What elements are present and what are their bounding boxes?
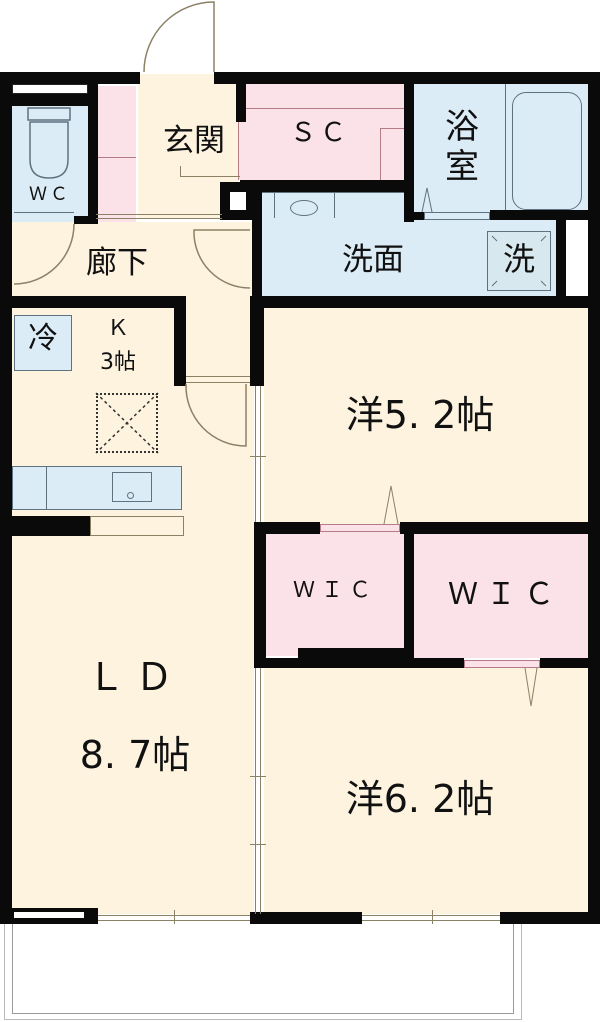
room-living-dining [12, 536, 254, 914]
vanity-counter [262, 192, 404, 218]
label-kitchen-1: Ｋ [106, 316, 129, 341]
duct-space [566, 226, 584, 296]
label-living-dining-1: ＬＤ [86, 655, 183, 699]
room-toilet [12, 106, 88, 224]
wall-bottom-mid [250, 912, 362, 924]
fridge-space [14, 315, 72, 371]
wall-sc-left [236, 84, 246, 122]
bathtub-icon [512, 92, 582, 210]
wall-kitchen-top [0, 296, 186, 308]
entrance-threshold [140, 74, 214, 82]
washer-label: 洗 [502, 240, 535, 278]
label-bathroom-2: 室 [445, 147, 479, 187]
label-bathroom-1: 浴 [445, 107, 479, 147]
wall-left [0, 72, 12, 924]
room-wic-2 [414, 532, 588, 658]
washer-space [487, 231, 551, 291]
room-hallway [12, 222, 252, 296]
stove-icon [96, 393, 158, 453]
label-living-dining-2: 8. 7帖 [79, 733, 191, 777]
label-kitchen-2: 3帖 [100, 350, 136, 375]
wall-top-right [214, 72, 600, 84]
kitchen-sink-icon [112, 472, 152, 502]
label-wic-2: ＷＩＣ [448, 577, 562, 612]
room-wic-1 [264, 532, 404, 656]
balcony [12, 924, 514, 1014]
label-shoe-closet: ＳＣ [289, 118, 350, 148]
shoe-cabinet-left [96, 86, 136, 222]
washbasin-icon [290, 200, 318, 216]
window-western-2 [362, 915, 500, 916]
wall-top-left [0, 72, 140, 84]
label-washroom: 洗面 [342, 242, 404, 278]
label-western-1: 洋5. 2帖 [345, 393, 495, 437]
kitchen-shelf [90, 516, 184, 536]
wall-right [588, 72, 600, 924]
room-bathroom [414, 82, 588, 214]
label-wic-1: ＷＩＣ [292, 578, 377, 603]
fridge-label: 冷 [28, 321, 58, 356]
toilet-window [12, 84, 88, 94]
wall-wc-right [88, 84, 98, 224]
label-western-2: 洋6. 2帖 [345, 777, 495, 821]
kitchen-counter [12, 466, 182, 510]
room-western-2 [264, 668, 588, 914]
label-entrance: 玄関 [163, 123, 225, 159]
room-shoe-closet [246, 82, 404, 182]
wall-wic-divider [404, 534, 414, 668]
room-western-1 [264, 308, 588, 524]
label-toilet: ＷＣ [29, 184, 71, 205]
wall-sc-right [404, 84, 414, 222]
wall-bottom-right [500, 912, 600, 924]
label-hallway: 廊下 [86, 245, 148, 281]
